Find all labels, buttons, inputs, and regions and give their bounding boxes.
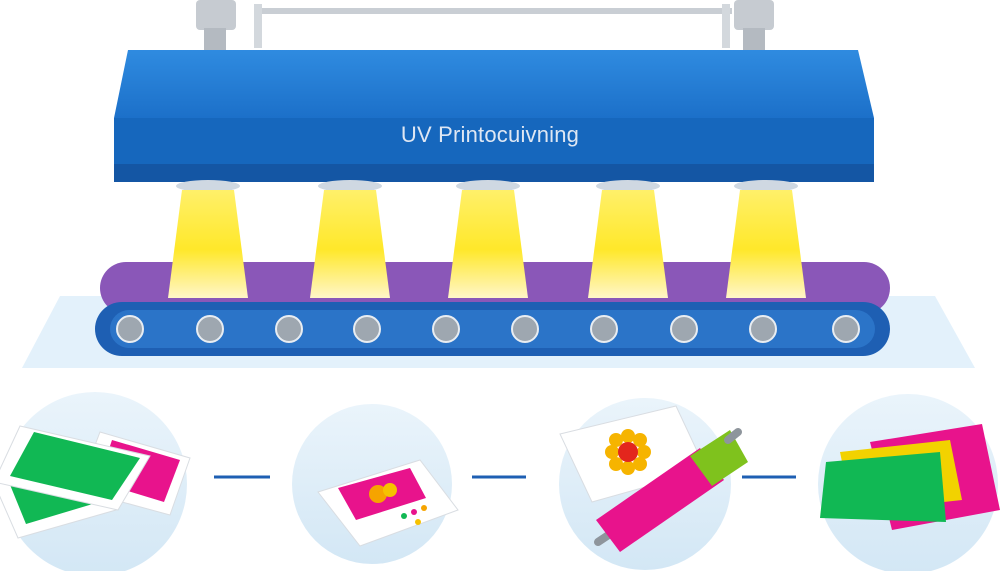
- roller-7: [590, 315, 618, 343]
- conveyor-rollers: [116, 315, 860, 343]
- roller-5: [432, 315, 460, 343]
- roller-3: [275, 315, 303, 343]
- step-4-finished-cards-icon: [818, 394, 1000, 571]
- roller-6: [511, 315, 539, 343]
- uv-light-beams: [168, 180, 806, 298]
- uv-lamp-5: [734, 180, 798, 192]
- uv-lamp-3: [456, 180, 520, 192]
- uv-light-beam-2: [310, 190, 390, 298]
- uv-light-beam-4: [588, 190, 668, 298]
- machine-support: [196, 0, 774, 54]
- roller-8: [670, 315, 698, 343]
- step-2-printed-sheet-icon: [292, 404, 459, 564]
- uv-lamp-4: [596, 180, 660, 192]
- uv-lamp-1: [176, 180, 240, 192]
- uv-machine-housing: [114, 50, 874, 182]
- machine-label: UV Printocuivning: [400, 122, 580, 147]
- uv-lamp-2: [318, 180, 382, 192]
- uv-light-beam-3: [448, 190, 528, 298]
- step-3-roller-coating-icon: [559, 398, 748, 570]
- uv-light-beam-5: [726, 190, 806, 298]
- roller-10: [832, 315, 860, 343]
- roller-4: [353, 315, 381, 343]
- step-1-stacked-prints-icon: [0, 392, 191, 571]
- roller-9: [749, 315, 777, 343]
- roller-2: [196, 315, 224, 343]
- uv-light-beam-1: [168, 190, 248, 298]
- roller-1: [116, 315, 144, 343]
